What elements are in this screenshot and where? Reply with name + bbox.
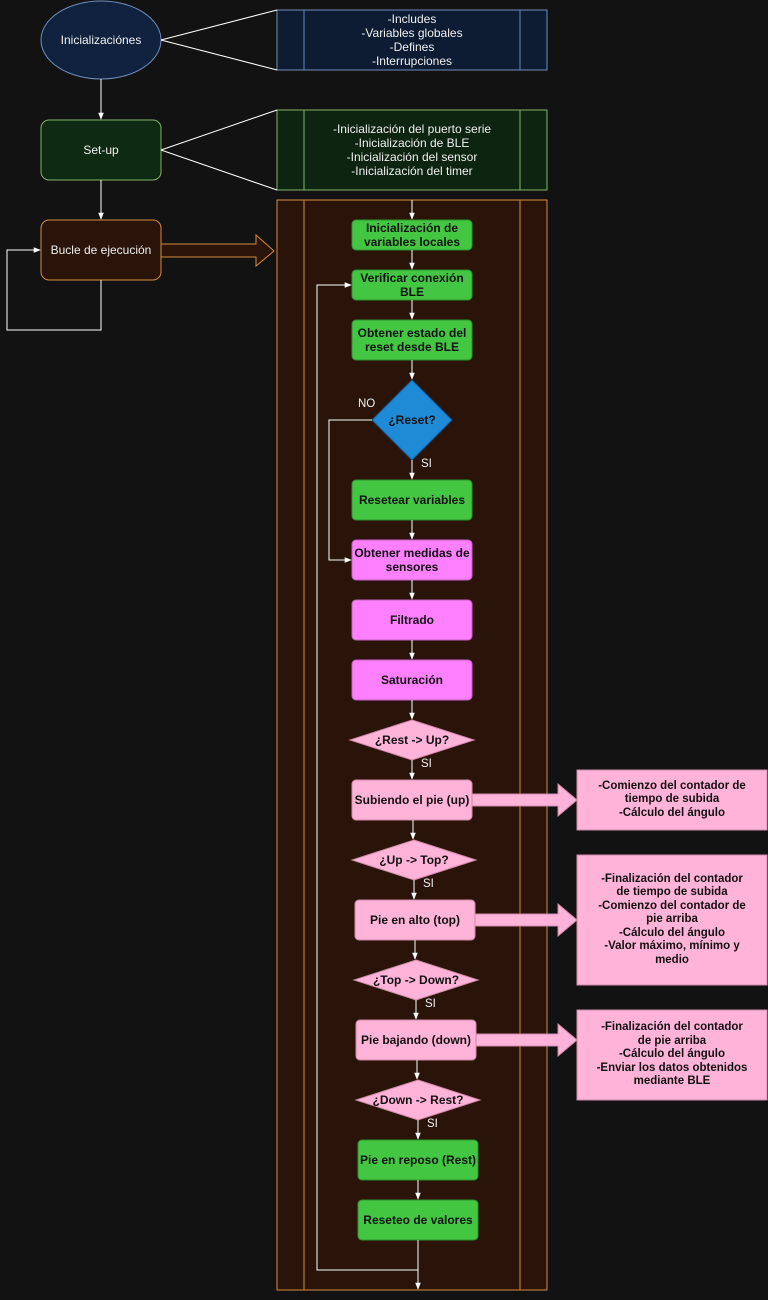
top-note-arrow bbox=[474, 902, 578, 938]
top-label: Pie en alto (top) bbox=[370, 913, 460, 927]
note-down-box[interactable] bbox=[576, 1009, 768, 1101]
init-vars-label: Inicialización de variables locales bbox=[363, 221, 461, 249]
no-label: NO bbox=[358, 398, 376, 410]
init-panel[interactable] bbox=[276, 9, 548, 71]
si-top-label: SI bbox=[423, 878, 434, 890]
check-ble-label: Verificar conexión BLE bbox=[360, 271, 464, 299]
flow-edges bbox=[316, 200, 421, 1290]
get-meas-label: Obtener medidas de sensores bbox=[354, 546, 470, 574]
loop-self-edge bbox=[6, 247, 102, 331]
setup-panel[interactable] bbox=[276, 109, 548, 191]
up-label: Subiendo el pie (up) bbox=[354, 793, 470, 807]
reset-values-label: Reseteo de valores bbox=[363, 1213, 473, 1227]
up-note-arrow bbox=[471, 782, 578, 818]
init-to-panel-edge bbox=[160, 9, 278, 71]
top-down-question: ¿Top -> Down? bbox=[372, 973, 460, 987]
down-label: Pie bajando (down) bbox=[361, 1033, 471, 1047]
setup-to-panel-edge bbox=[160, 109, 278, 191]
reset-question: ¿Reset? bbox=[388, 413, 436, 427]
rest-up-question: ¿Rest -> Up? bbox=[374, 733, 450, 747]
note-up-text: -Comienzo del contador de tiempo de subi… bbox=[598, 779, 746, 819]
rest-label: Pie en reposo (Rest) bbox=[359, 1153, 477, 1167]
si-up-label: SI bbox=[421, 758, 432, 770]
setup-panel-text: -Inicialización del puerto serie -Inicia… bbox=[332, 122, 492, 178]
init-label: Inicializaciónes bbox=[60, 33, 142, 47]
si-rest-label: SI bbox=[427, 1118, 438, 1130]
si-down-label: SI bbox=[425, 998, 436, 1010]
init-panel-text: -Includes -Variables globales -Defines -… bbox=[361, 12, 463, 68]
down-rest-question: ¿Down -> Rest? bbox=[372, 1093, 464, 1107]
filter-label: Filtrado bbox=[390, 613, 434, 627]
down-note-arrow bbox=[475, 1022, 578, 1058]
get-reset-label: Obtener estado del reset desde BLE bbox=[357, 326, 467, 354]
note-up-box[interactable] bbox=[576, 769, 768, 831]
reset-vars-label: Resetear variables bbox=[358, 493, 466, 507]
loop-label: Bucle de ejecución bbox=[50, 243, 152, 257]
saturation-label: Saturación bbox=[380, 673, 443, 687]
note-top-box[interactable] bbox=[576, 854, 768, 986]
loop-big-arrow bbox=[160, 233, 275, 268]
setup-label: Set-up bbox=[83, 143, 119, 157]
note-down-text: -Finalización del contador de pie arriba… bbox=[596, 1021, 748, 1088]
si-reset-label: SI bbox=[421, 458, 432, 470]
up-top-question: ¿Up -> Top? bbox=[379, 853, 449, 867]
note-top-text: -Finalización del contador de tiempo de … bbox=[598, 872, 746, 966]
